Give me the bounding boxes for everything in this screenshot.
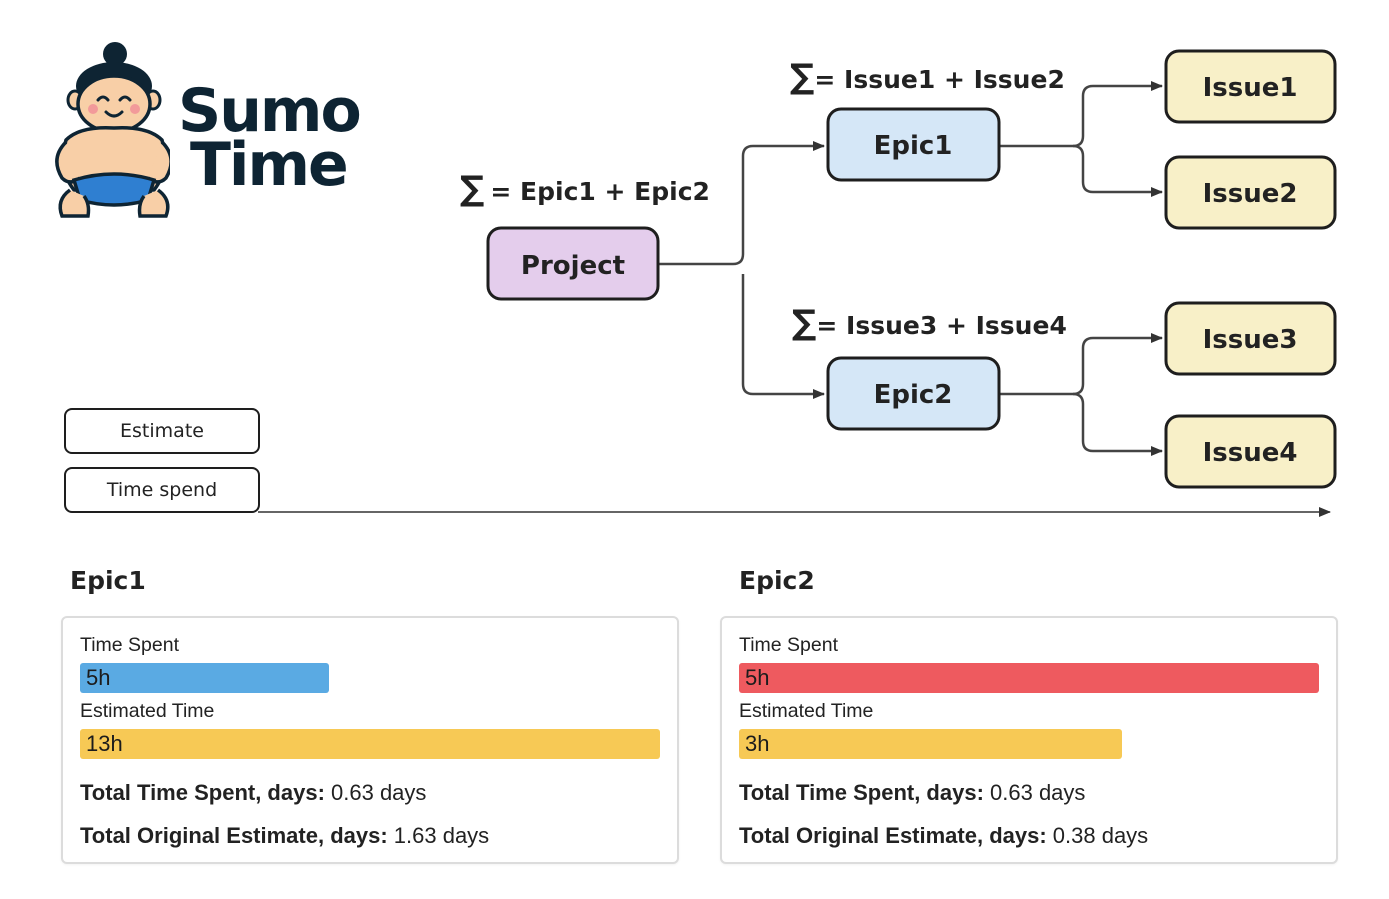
- connector-epic2-issue3: [999, 333, 1163, 396]
- estimated-time-bar: 13h: [80, 729, 660, 759]
- time-spend-button[interactable]: Time spend: [64, 467, 260, 513]
- estimated-time-bar: 3h: [739, 729, 1122, 759]
- estimate-button[interactable]: Estimate: [64, 408, 260, 454]
- connector-epic1-issue2: [1072, 144, 1163, 197]
- connector-epic1-issue1: [999, 81, 1163, 148]
- connector-project-epic2: [741, 274, 825, 399]
- hierarchy-diagram: ∑= Epic1 + Epic2 ∑= Issue1 + Issue2 ∑= I…: [258, 49, 1337, 517]
- connector-epic2-issue4: [1072, 392, 1163, 456]
- logo-word-time: Time: [190, 130, 349, 200]
- total-original-estimate: Total Original Estimate, days: 0.38 days: [739, 823, 1149, 848]
- time-spent-label: Time Spent: [80, 634, 179, 656]
- panel-epic1: Time Spent 5h Estimated Time 13h Total T…: [61, 616, 679, 864]
- node-epic1[interactable]: Epic1: [826, 107, 1001, 182]
- node-issue4[interactable]: Issue4: [1164, 414, 1337, 489]
- logo-word-sumo: Sumo: [178, 76, 362, 146]
- node-epic2-label: Epic2: [874, 380, 953, 410]
- total-time-spent: Total Time Spent, days: 0.63 days: [739, 780, 1086, 805]
- time-spent-value: 5h: [86, 665, 111, 690]
- node-project-label: Project: [521, 251, 625, 281]
- epic2-formula: ∑= Issue3 + Issue4: [792, 303, 1067, 343]
- node-project[interactable]: Project: [486, 226, 660, 301]
- total-time-spent: Total Time Spent, days: 0.63 days: [80, 780, 427, 805]
- panel-epic1-title: Epic1: [70, 566, 146, 595]
- estimated-time-value: 3h: [745, 731, 770, 756]
- node-epic1-label: Epic1: [874, 131, 953, 161]
- estimated-time-label: Estimated Time: [739, 700, 874, 722]
- node-issue1-label: Issue1: [1203, 73, 1298, 103]
- panel-epic2-title: Epic2: [739, 566, 815, 595]
- estimated-time-value: 13h: [86, 731, 123, 756]
- node-epic2[interactable]: Epic2: [826, 356, 1001, 431]
- node-issue2[interactable]: Issue2: [1164, 155, 1337, 230]
- time-spent-label: Time Spent: [739, 634, 838, 656]
- epic1-formula: ∑= Issue1 + Issue2: [790, 57, 1065, 97]
- diagram-connectors: [658, 81, 1163, 456]
- node-issue3[interactable]: Issue3: [1164, 301, 1337, 376]
- project-formula: ∑= Epic1 + Epic2: [460, 169, 710, 209]
- time-spent-value: 5h: [745, 665, 770, 690]
- node-issue1[interactable]: Issue1: [1164, 49, 1337, 124]
- sumo-logo-icon: [48, 40, 173, 222]
- node-issue3-label: Issue3: [1203, 325, 1298, 355]
- connector-project-epic1: [658, 141, 825, 266]
- total-original-estimate: Total Original Estimate, days: 1.63 days: [80, 823, 490, 848]
- estimated-time-label: Estimated Time: [80, 700, 215, 722]
- panel-epic2: Time Spent 5h Estimated Time 3h Total Ti…: [720, 616, 1338, 864]
- time-spent-bar: 5h: [739, 663, 1319, 693]
- node-issue2-label: Issue2: [1203, 179, 1298, 209]
- node-issue4-label: Issue4: [1203, 438, 1298, 468]
- time-spent-bar: 5h: [80, 663, 329, 693]
